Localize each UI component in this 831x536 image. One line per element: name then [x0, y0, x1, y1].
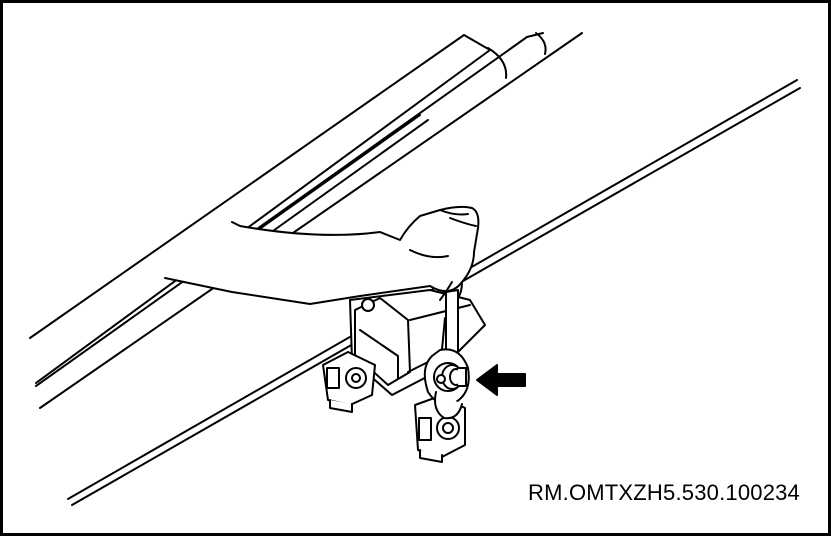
- indicator-arrow: [476, 364, 526, 396]
- reference-code: RM.OMTXZH5.530.100234: [528, 480, 800, 505]
- body-panel-lines: [29, 32, 583, 409]
- technical-illustration: [29, 32, 801, 506]
- left-clamp: [322, 351, 376, 413]
- hand-and-arm: [164, 205, 480, 305]
- bolt: [436, 364, 467, 390]
